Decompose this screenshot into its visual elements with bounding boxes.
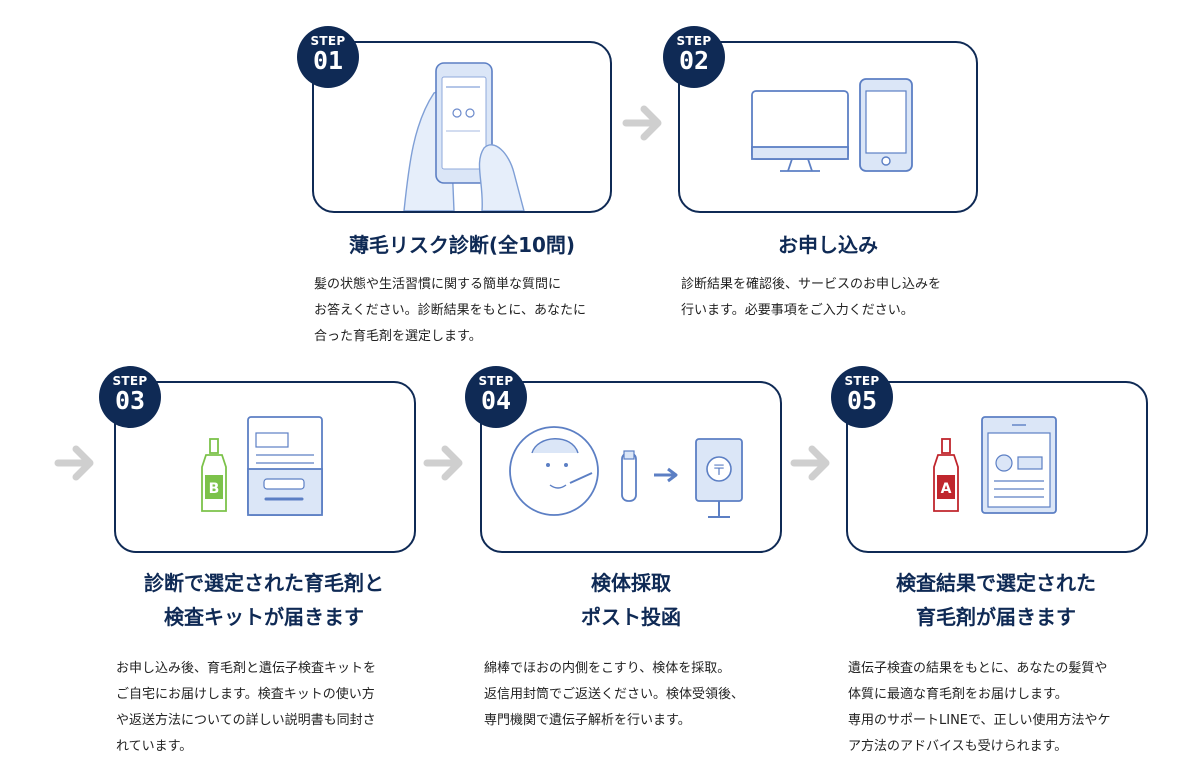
desc-line: 遺伝子検査の結果をもとに、あなたの髪質や bbox=[848, 661, 1108, 676]
sample-collection-illustration: 〒 bbox=[509, 426, 743, 518]
step-number: 01 bbox=[312, 46, 344, 75]
step-number: 05 bbox=[846, 386, 878, 415]
step-02-card bbox=[678, 41, 978, 213]
desc-line: ア方法のアドバイスも受けられます。 bbox=[848, 739, 1068, 754]
step-03-badge: STEP 03 bbox=[99, 366, 161, 428]
arrow-right-icon bbox=[622, 105, 662, 141]
step-04-card: 〒 bbox=[480, 381, 782, 553]
step-04-description: 綿棒でほおの内側をこすり、検体を採取。 返信用封筒でご返送ください。検体受領後、… bbox=[484, 656, 804, 734]
step-title-line: 診断で選定された育毛剤と bbox=[144, 571, 384, 595]
step-05-card: A bbox=[846, 381, 1148, 553]
step-01-card bbox=[312, 41, 612, 213]
step-number: 04 bbox=[480, 386, 512, 415]
desc-line: 綿棒でほおの内側をこすり、検体を採取。 bbox=[484, 661, 731, 676]
step-title-line: お申し込み bbox=[778, 233, 878, 257]
smartphone-hand-illustration bbox=[403, 62, 525, 211]
step-01-title: 薄毛リスク診断(全10問) bbox=[300, 228, 624, 262]
step-label: STEP bbox=[844, 374, 880, 388]
step-label: STEP bbox=[676, 34, 712, 48]
desc-line: や返送方法についての詳しい説明書も同封さ bbox=[116, 713, 376, 728]
step-title-line: 検査結果で選定された bbox=[896, 571, 1096, 595]
step-01-badge: STEP 01 bbox=[297, 26, 359, 88]
step-04-title: 検体採取 ポスト投函 bbox=[467, 566, 795, 634]
desc-line: お答えください。診断結果をもとに、あなたに bbox=[314, 303, 586, 318]
step-03-card: B bbox=[114, 381, 416, 553]
step-02-description: 診断結果を確認後、サービスのお申し込みを 行います。必要事項をご入力ください。 bbox=[681, 272, 1001, 324]
arrow-right-icon bbox=[790, 445, 830, 481]
step-label: STEP bbox=[478, 374, 514, 388]
step-02-title: お申し込み bbox=[666, 228, 990, 262]
desc-line: 行います。必要事項をご入力ください。 bbox=[681, 303, 914, 318]
bottle-letter: A bbox=[941, 481, 952, 497]
arrow-right-icon bbox=[423, 445, 463, 481]
step-number: 03 bbox=[114, 386, 146, 415]
step-title-line: 検査キットが届きます bbox=[164, 605, 364, 629]
step-title-line: 検体採取 bbox=[591, 571, 671, 595]
step-title-line: 育毛剤が届きます bbox=[916, 605, 1076, 629]
bottle-letter: B bbox=[209, 481, 220, 497]
step-title-line: ポスト投函 bbox=[581, 605, 681, 629]
desc-line: 診断結果を確認後、サービスのお申し込みを bbox=[681, 277, 942, 292]
step-label: STEP bbox=[112, 374, 148, 388]
step-05-badge: STEP 05 bbox=[831, 366, 893, 428]
arrow-right-icon bbox=[54, 445, 94, 481]
desc-line: ご自宅にお届けします。検査キットの使い方 bbox=[116, 687, 375, 702]
desc-line: 専用のサポートLINEで、正しい使用方法やケ bbox=[848, 713, 1111, 728]
desc-line: お申し込み後、育毛剤と遺伝子検査キットを bbox=[116, 661, 377, 676]
desc-line: 専門機関で遺伝子解析を行います。 bbox=[484, 713, 691, 728]
svg-text:〒: 〒 bbox=[712, 463, 726, 479]
devices-illustration bbox=[751, 78, 913, 172]
step-number: 02 bbox=[678, 46, 710, 75]
step-05-title: 検査結果で選定された 育毛剤が届きます bbox=[832, 566, 1160, 634]
desc-line: 体質に最適な育毛剤をお届けします。 bbox=[848, 687, 1068, 702]
desc-line: 合った育毛剤を選定します。 bbox=[314, 329, 482, 344]
step-01-description: 髪の状態や生活習慣に関する簡単な質問に お答えください。診断結果をもとに、あなた… bbox=[314, 272, 634, 350]
step-02-badge: STEP 02 bbox=[663, 26, 725, 88]
product-kit-illustration: B bbox=[201, 416, 323, 516]
step-title-line: 薄毛リスク診断(全10問) bbox=[348, 233, 576, 257]
result-delivery-illustration: A bbox=[933, 416, 1057, 514]
step-03-title: 診断で選定された育毛剤と 検査キットが届きます bbox=[100, 566, 428, 634]
step-05-description: 遺伝子検査の結果をもとに、あなたの髪質や 体質に最適な育毛剤をお届けします。 専… bbox=[848, 656, 1168, 760]
desc-line: 返信用封筒でご返送ください。検体受領後、 bbox=[484, 687, 745, 702]
step-03-description: お申し込み後、育毛剤と遺伝子検査キットを ご自宅にお届けします。検査キットの使い… bbox=[116, 656, 436, 760]
desc-line: 髪の状態や生活習慣に関する簡単な質問に bbox=[314, 277, 562, 292]
step-04-badge: STEP 04 bbox=[465, 366, 527, 428]
step-label: STEP bbox=[310, 34, 346, 48]
desc-line: れています。 bbox=[116, 739, 193, 754]
